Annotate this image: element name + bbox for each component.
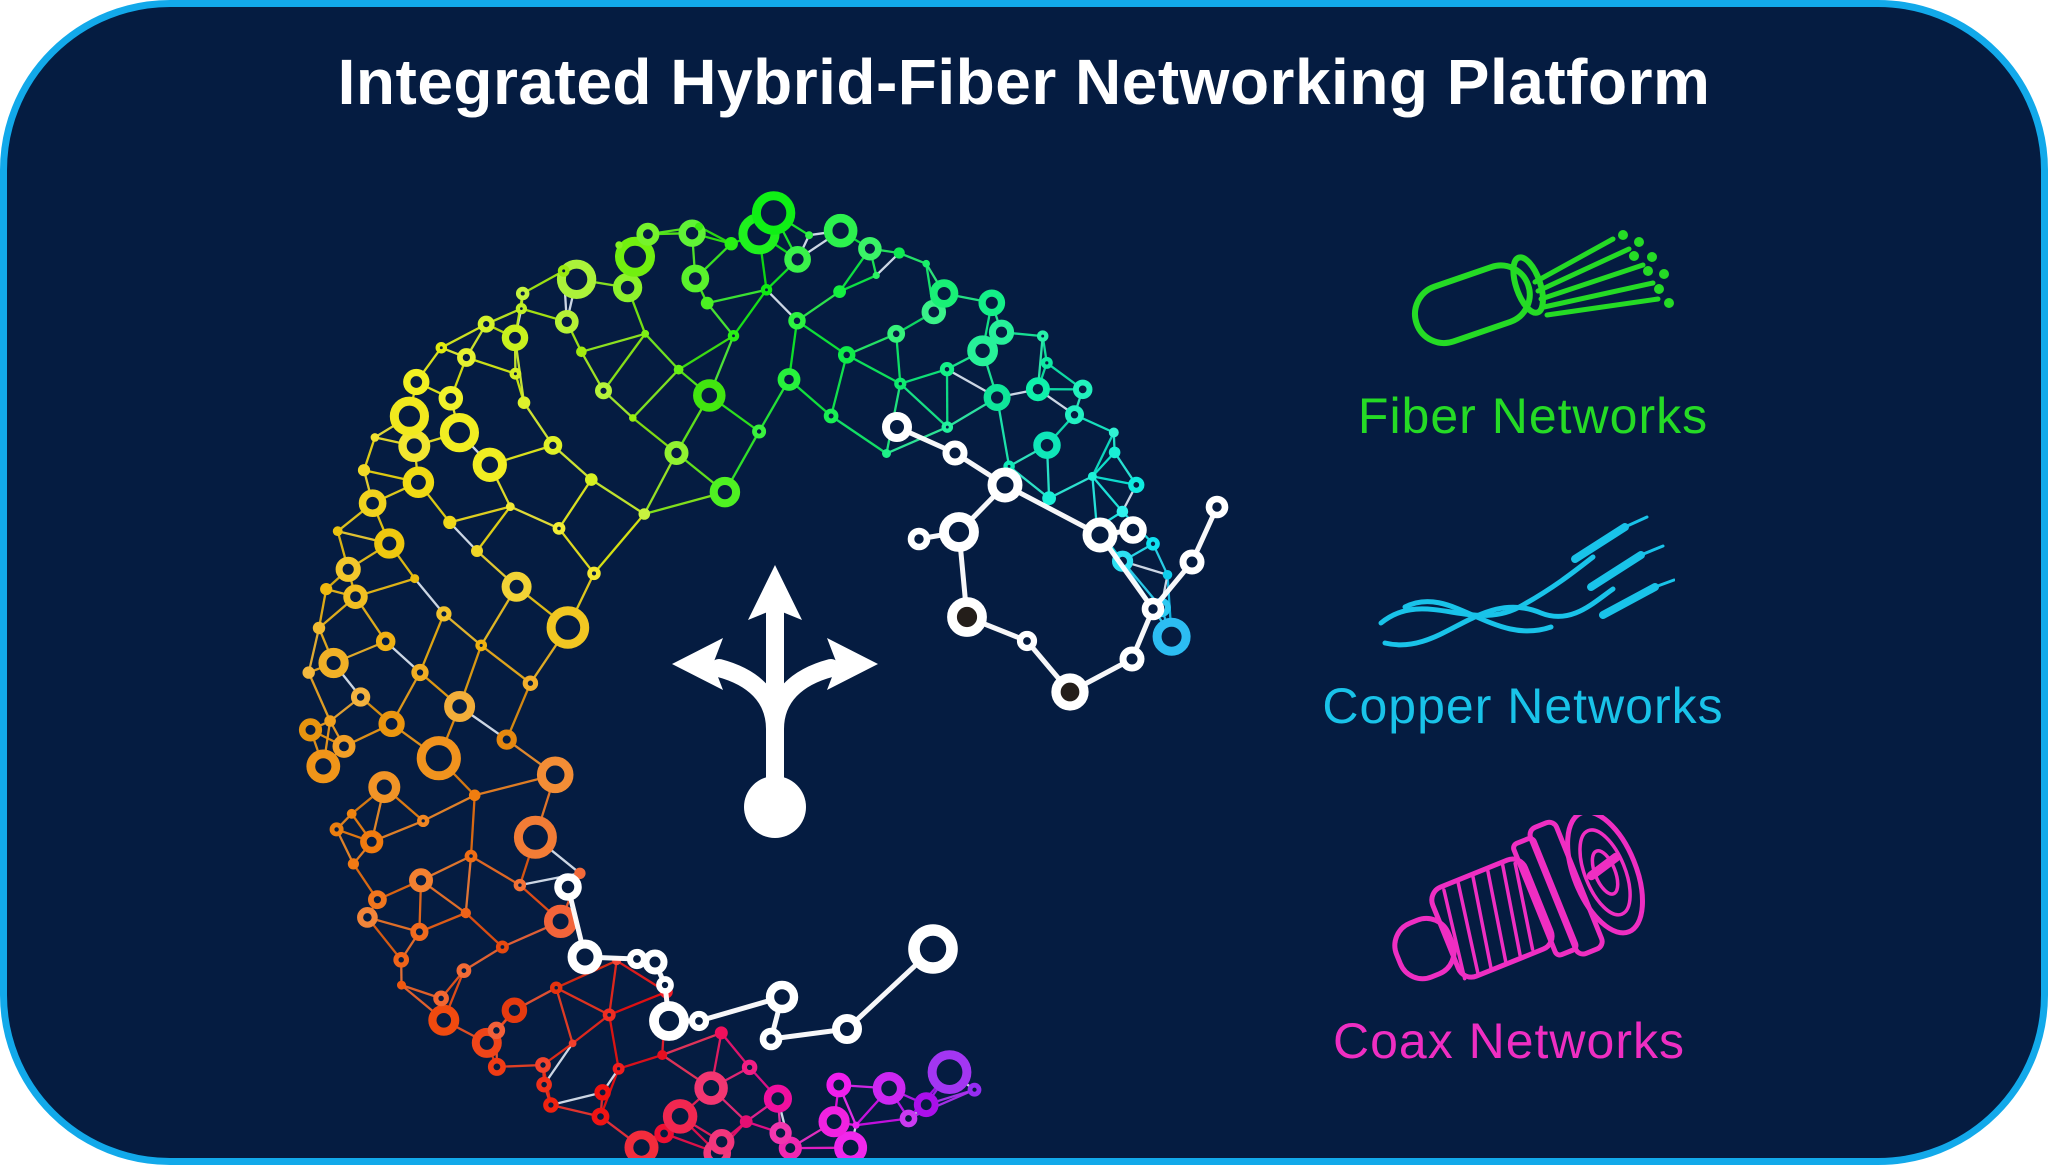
white-constellations bbox=[554, 412, 1229, 1051]
coax-connector-icon bbox=[1392, 815, 1645, 982]
page-title: Integrated Hybrid-Fiber Networking Platf… bbox=[337, 46, 1711, 118]
copper-networks-label: Copper Networks bbox=[1322, 678, 1724, 734]
copper-wires-icon bbox=[1378, 515, 1675, 648]
fiber-cable-icon bbox=[1412, 230, 1674, 347]
network-globe-illustration bbox=[298, 191, 1229, 1158]
three-way-branch-arrow-icon bbox=[672, 565, 878, 838]
coax-networks-label: Coax Networks bbox=[1333, 1013, 1685, 1069]
fiber-networks-label: Fiber Networks bbox=[1357, 388, 1709, 444]
